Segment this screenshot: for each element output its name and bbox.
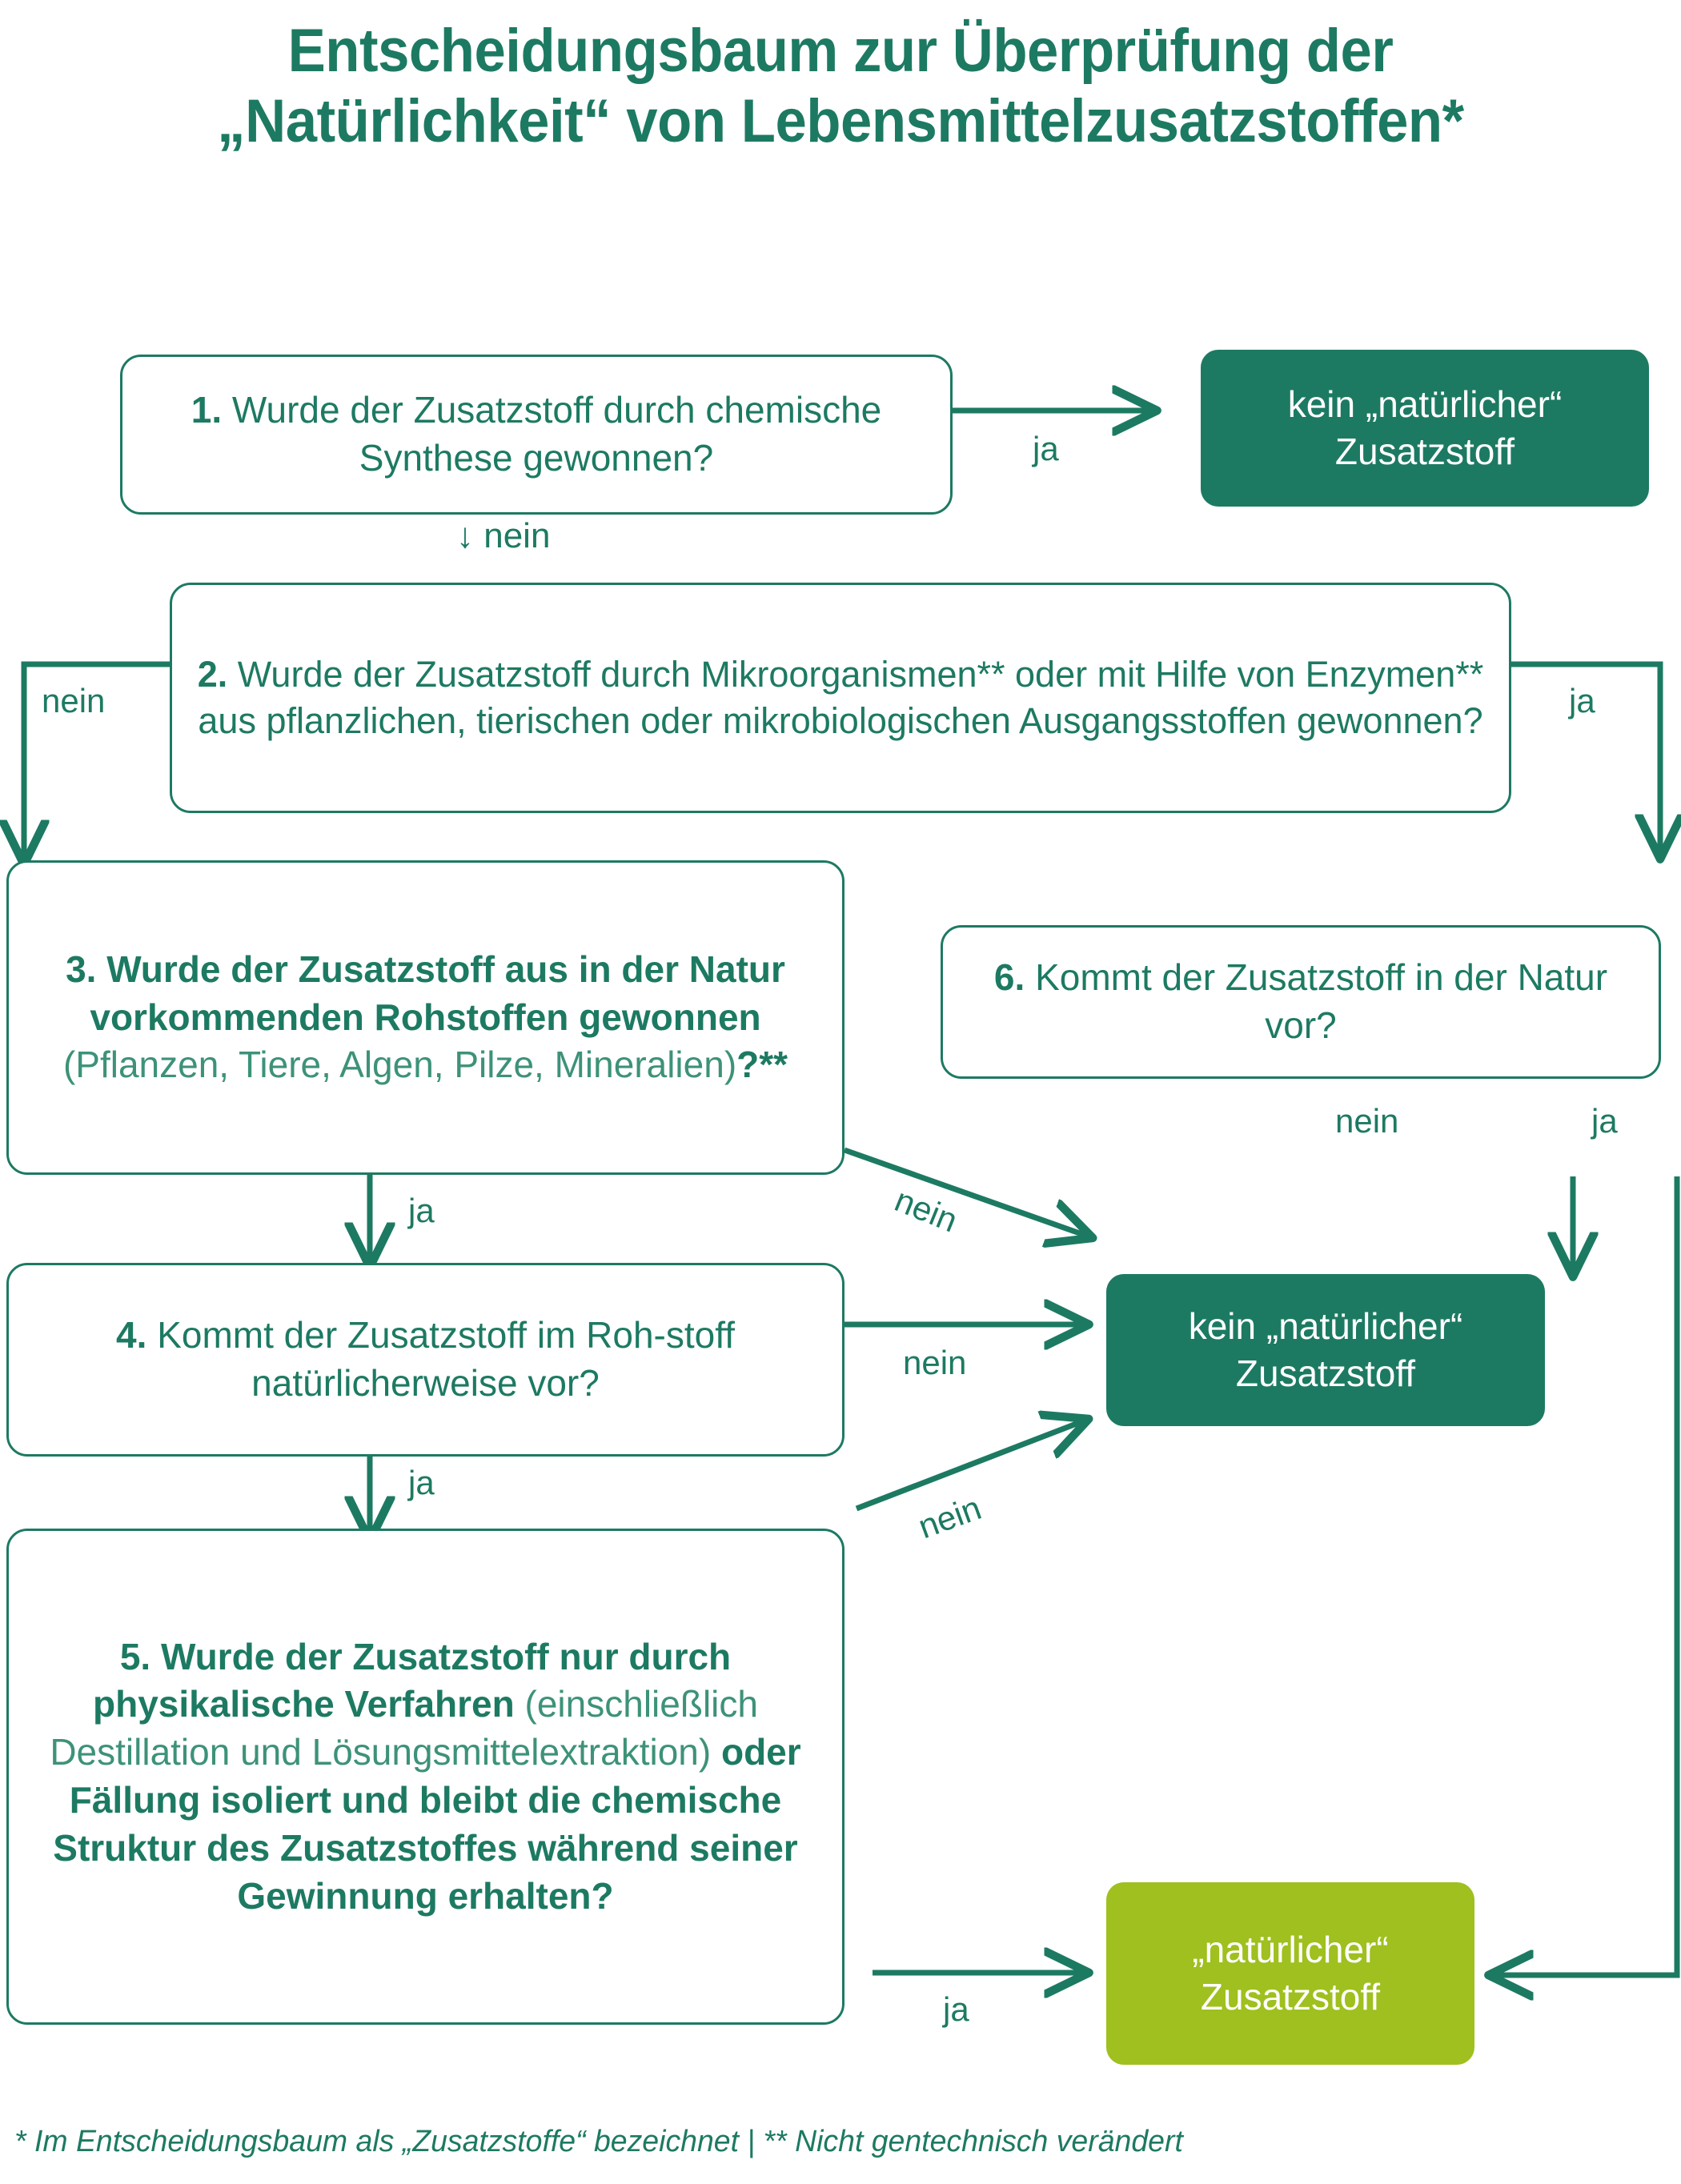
question-1-number: 1. — [191, 389, 223, 431]
question-box-1[interactable]: 1. Wurde der Zusatzstoff durch chemische… — [120, 355, 953, 515]
edge-label-q5-nein: nein — [913, 1489, 986, 1546]
question-2-text: Wurde der Zusatzstoff durch Mikroorganis… — [198, 653, 1484, 742]
page-title-line-1: Entscheidungsbaum zur Überprüfung der — [287, 17, 1394, 85]
edge-label-q3-ja: ja — [408, 1192, 435, 1229]
question-box-3[interactable]: 3. Wurde der Zusatzstoff aus in der Natu… — [6, 860, 845, 1175]
result-box-negative-mid: kein „natürlicher“ Zusatzstoff — [1106, 1274, 1545, 1426]
result-negative-mid-line-1: kein „natürlicher“ — [1188, 1305, 1463, 1348]
question-5-text-strong-a: Wurde der Zusatzstoff nur durch physikal… — [93, 1635, 732, 1725]
edge-label-q6-nein: nein — [1335, 1102, 1399, 1140]
result-positive-line-2: Zusatzstoff — [1200, 1976, 1381, 2018]
question-3-number: 3. — [66, 948, 97, 990]
question-3-text-strong-b: ?** — [736, 1044, 788, 1086]
result-negative-top-line-2: Zusatzstoff — [1334, 431, 1515, 472]
edge-label-q5-ja: ja — [943, 1990, 969, 2028]
edge-label-q4-nein: nein — [903, 1344, 967, 1381]
question-4-number: 4. — [116, 1314, 147, 1356]
question-box-5[interactable]: 5. Wurde der Zusatzstoff nur durch physi… — [6, 1529, 845, 2025]
edge-label-q4-ja: ja — [408, 1464, 435, 1501]
question-box-2[interactable]: 2. Wurde der Zusatzstoff durch Mikroorga… — [170, 583, 1511, 813]
question-box-6[interactable]: 6. Kommt der Zusatzstoff in der Natur vo… — [941, 925, 1661, 1079]
result-box-negative-top: kein „natürlicher“ Zusatzstoff — [1201, 350, 1649, 507]
edge-label-q2-ja: ja — [1569, 682, 1595, 719]
question-6-text: Kommt der Zusatzstoff in der Natur vor? — [1035, 956, 1608, 1046]
page-title: Entscheidungsbaum zur Überprüfung der „N… — [59, 16, 1623, 157]
question-3-text-strong-a: Wurde der Zusatzstoff aus in der Natur v… — [90, 948, 785, 1038]
question-6-number: 6. — [993, 956, 1025, 999]
result-negative-top-line-1: kein „natürlicher“ — [1287, 383, 1563, 426]
question-5-text-strong-b: oder Fällung isoliert und bleibt die che… — [53, 1731, 801, 1917]
result-positive-line-1: „natürlicher“ — [1192, 1929, 1389, 1971]
edge-label-q6-ja: ja — [1591, 1102, 1618, 1140]
question-2-number: 2. — [197, 653, 228, 695]
result-box-positive: „natürlicher“ Zusatzstoff — [1106, 1882, 1474, 2065]
edge-label-q3-nein: nein — [889, 1180, 963, 1240]
question-5-text-light: (einschließlich Destillation und Lösungs… — [50, 1683, 758, 1773]
question-box-4[interactable]: 4. Kommt der Zusatzstoff im Roh-stoff na… — [6, 1263, 845, 1457]
question-1-text: Wurde der Zusatzstoff durch chemische Sy… — [231, 389, 882, 479]
page-title-line-2: „Natürlichkeit“ von Lebensmittelzusatzst… — [217, 87, 1464, 156]
edge-q3-nein — [843, 1147, 1089, 1236]
question-3-text-light: (Pflanzen, Tiere, Algen, Pilze, Minerali… — [62, 1044, 737, 1086]
edge-label-q2-nein: nein — [42, 682, 106, 719]
question-5-number: 5. — [119, 1635, 151, 1677]
result-negative-mid-line-2: Zusatzstoff — [1235, 1352, 1416, 1394]
edge-label-q1-nein: ↓ nein — [456, 516, 551, 555]
footnote: * Im Entscheidungsbaum als „Zusatzstoffe… — [14, 2125, 1183, 2158]
edge-label-q1-ja: ja — [1033, 430, 1059, 467]
question-4-text: Kommt der Zusatzstoff im Roh-stoff natür… — [157, 1314, 735, 1404]
